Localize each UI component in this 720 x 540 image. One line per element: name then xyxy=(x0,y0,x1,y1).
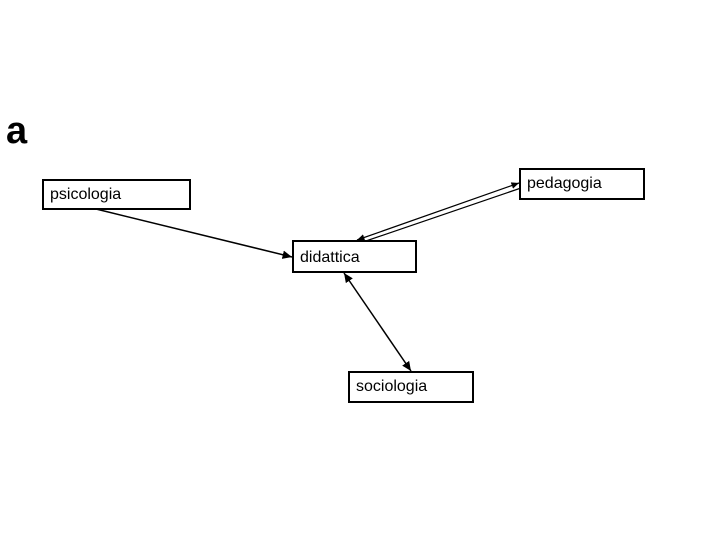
node-pedagogia: pedagogia xyxy=(519,168,645,200)
edge-pedagogia-didattica-lower xyxy=(359,187,522,244)
node-didattica: didattica xyxy=(292,240,417,273)
node-pedagogia-label: pedagogia xyxy=(527,175,602,192)
edge-psicologia-didattica xyxy=(95,208,293,259)
slide-letter: a xyxy=(6,110,28,152)
node-psicologia: psicologia xyxy=(42,179,191,210)
edge-pedagogia-didattica-upper xyxy=(356,182,520,241)
node-sociologia: sociologia xyxy=(348,371,474,403)
node-didattica-label: didattica xyxy=(300,249,360,266)
node-psicologia-label: psicologia xyxy=(50,186,122,203)
edge-didattica-sociologia xyxy=(343,272,412,372)
node-sociologia-label: sociologia xyxy=(356,378,428,395)
